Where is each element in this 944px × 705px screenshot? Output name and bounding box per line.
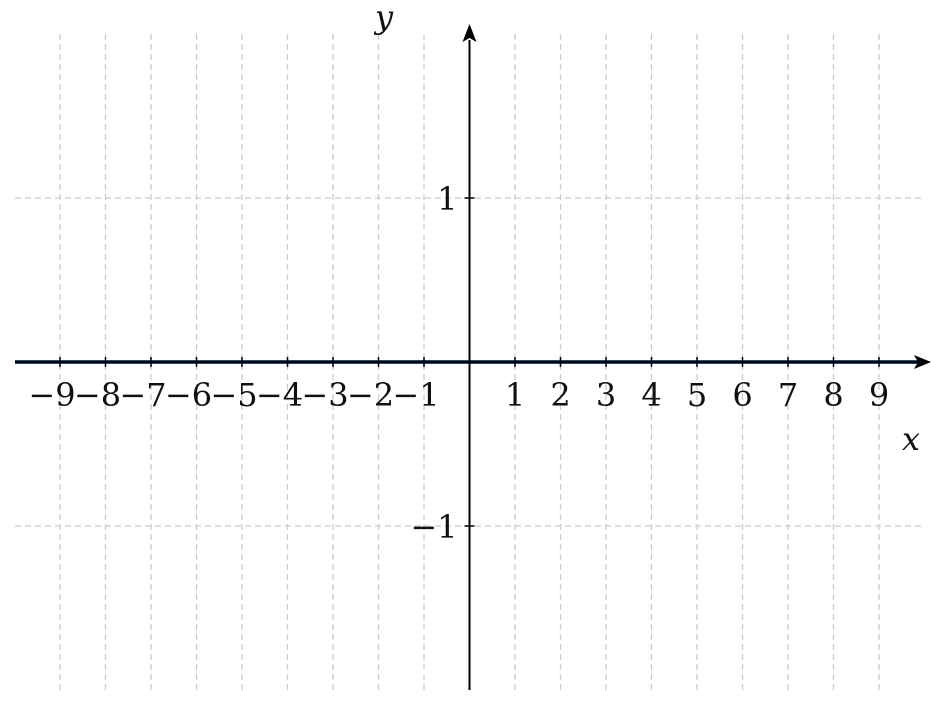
x-tick-label: −5 bbox=[210, 376, 257, 414]
x-tick-label: 6 bbox=[732, 376, 752, 414]
x-axis-label: x bbox=[902, 420, 920, 458]
x-tick-label: −3 bbox=[301, 376, 348, 414]
x-axis-arrow-icon bbox=[914, 355, 931, 369]
x-tick-label: −4 bbox=[256, 376, 303, 414]
x-tick-label: 5 bbox=[687, 376, 707, 414]
x-tick-label: 9 bbox=[869, 376, 889, 414]
x-tick-label: −6 bbox=[165, 376, 212, 414]
x-tick-label: 7 bbox=[778, 376, 798, 414]
axes-layer bbox=[15, 24, 931, 690]
x-tick-label: −9 bbox=[28, 376, 75, 414]
x-tick-label: −2 bbox=[347, 376, 394, 414]
x-tick-label: −1 bbox=[392, 376, 439, 414]
y-axis-arrow-icon bbox=[462, 24, 477, 42]
x-tick-label: 3 bbox=[596, 376, 616, 414]
x-tick-label: 2 bbox=[550, 376, 570, 414]
x-tick-label: 1 bbox=[505, 376, 525, 414]
y-tick-label: −1 bbox=[410, 508, 457, 546]
x-tick-label: 8 bbox=[823, 376, 843, 414]
x-tick-label: 4 bbox=[641, 376, 661, 414]
y-axis-label: y bbox=[373, 0, 394, 36]
y-tick-label: 1 bbox=[437, 180, 457, 218]
x-tick-label: −8 bbox=[74, 376, 121, 414]
x-tick-label: −7 bbox=[119, 376, 166, 414]
